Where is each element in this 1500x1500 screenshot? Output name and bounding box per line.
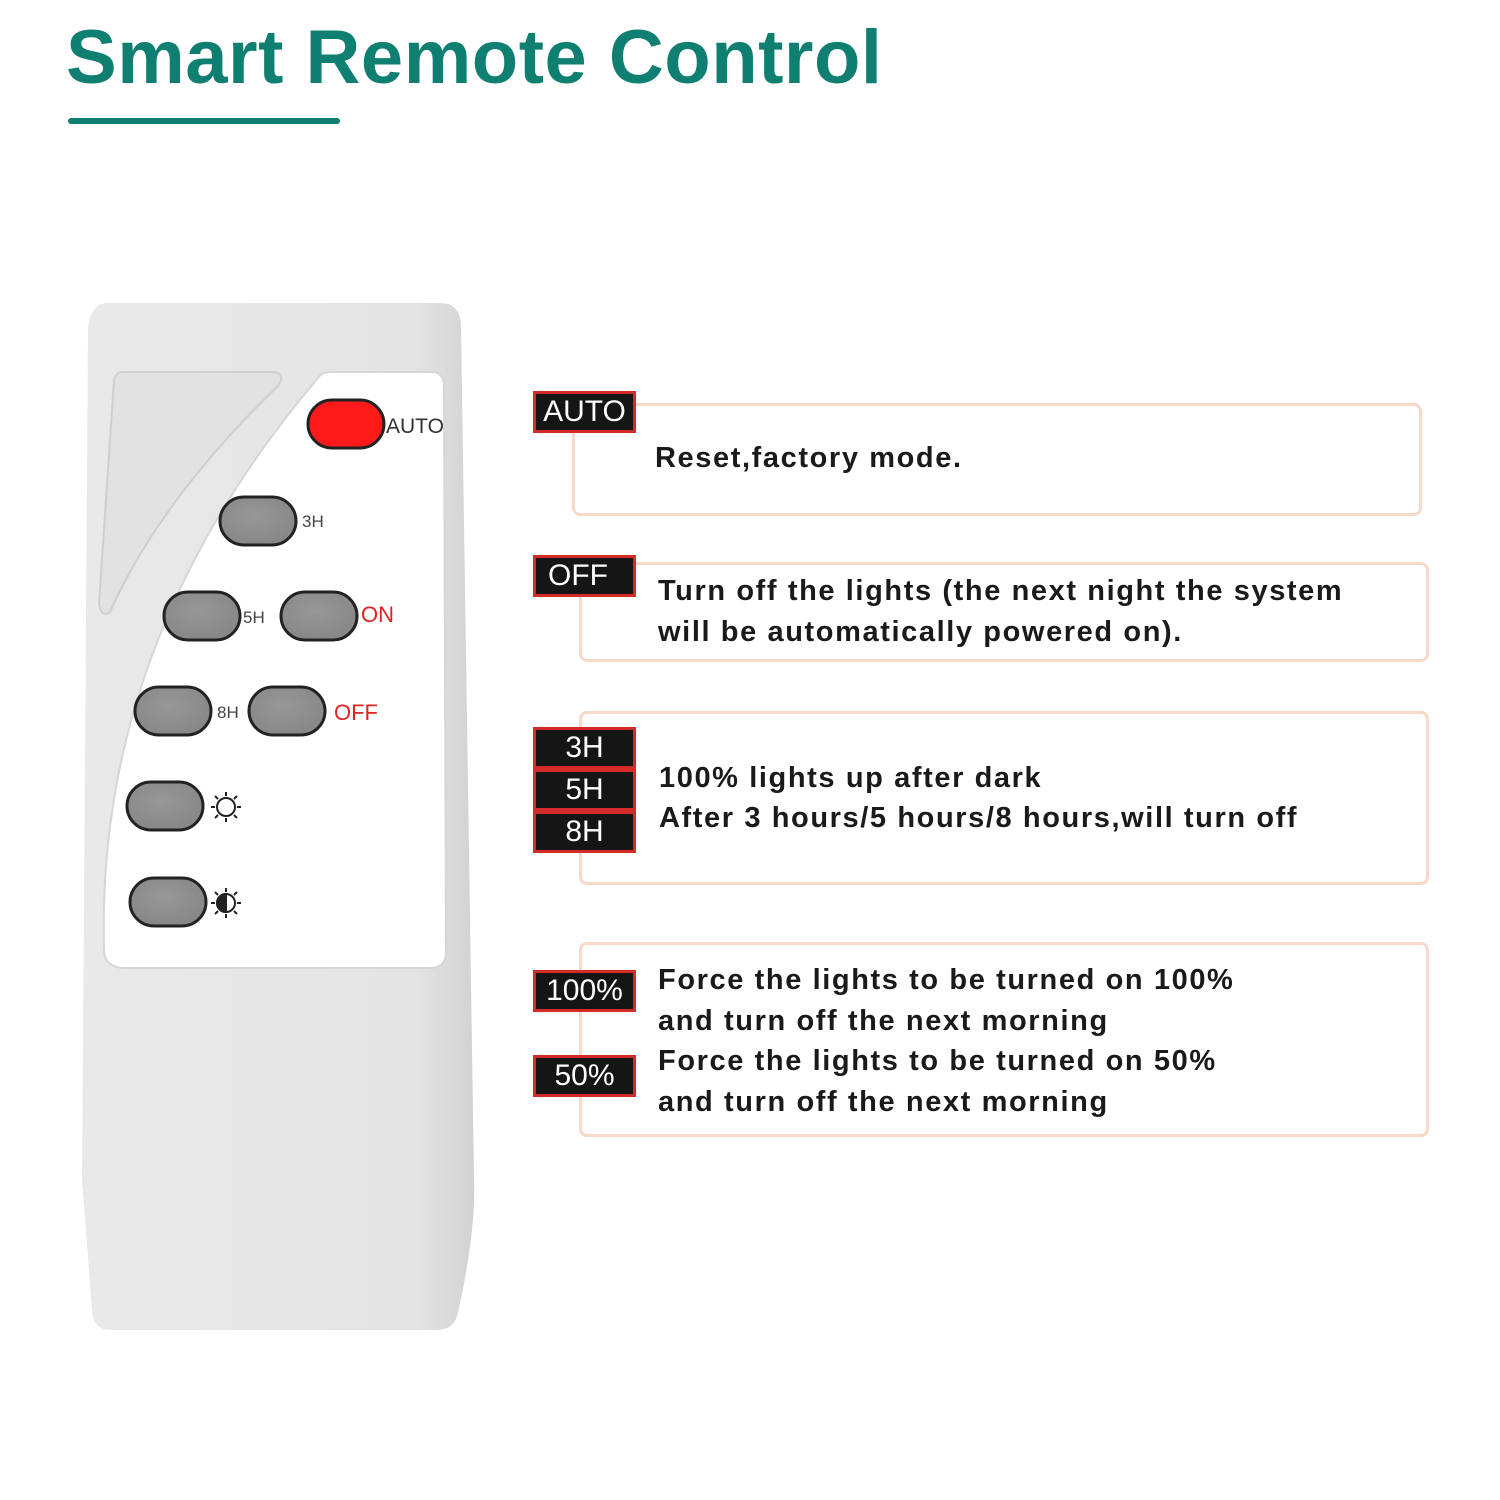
5h-button xyxy=(162,590,242,642)
off-tag: OFF xyxy=(533,555,636,597)
brightness-full-icon xyxy=(211,792,241,822)
brightness-half-button xyxy=(128,876,208,928)
8h-button-label: 8H xyxy=(217,703,239,722)
brightness-description-line-2: and turn off the next morning xyxy=(658,1005,1109,1037)
5h-button-label: 5H xyxy=(243,608,265,627)
auto-button xyxy=(306,398,386,450)
brightness-description-line-3: Force the lights to be turned on 50% xyxy=(658,1045,1217,1077)
5h-tag: 5H xyxy=(533,769,636,811)
on-button-label: ON xyxy=(361,602,394,627)
100-percent-tag: 100% xyxy=(533,970,636,1012)
timer-description-line-1: 100% lights up after dark xyxy=(659,762,1043,794)
off-info-box xyxy=(579,562,1429,662)
3h-button xyxy=(218,495,298,547)
off-description-line-2: will be automatically powered on). xyxy=(658,616,1183,648)
brightness-description-line-4: and turn off the next morning xyxy=(658,1086,1109,1118)
auto-button-label: AUTO xyxy=(386,415,444,438)
page-title: Smart Remote Control xyxy=(66,15,883,100)
brightness-full-button xyxy=(125,780,205,832)
off-description-line-1: Turn off the lights (the next night the … xyxy=(658,575,1344,607)
off-button-label: OFF xyxy=(334,700,378,725)
3h-button-label: 3H xyxy=(302,512,324,531)
8h-tag: 8H xyxy=(533,811,636,853)
brightness-info-box xyxy=(579,942,1429,1137)
8h-button xyxy=(133,685,213,737)
remote-control xyxy=(82,303,475,1330)
title-underline xyxy=(68,118,340,124)
3h-tag: 3H xyxy=(533,727,636,769)
auto-description: Reset,factory mode. xyxy=(655,442,963,474)
timer-description-line-2: After 3 hours/5 hours/8 hours,will turn … xyxy=(659,802,1299,834)
off-button xyxy=(247,685,327,737)
brightness-half-icon xyxy=(211,888,241,918)
50-percent-tag: 50% xyxy=(533,1055,636,1097)
on-button xyxy=(279,590,359,642)
auto-info-box xyxy=(572,403,1422,516)
remote-recess xyxy=(97,371,283,615)
brightness-description-line-1: Force the lights to be turned on 100% xyxy=(658,964,1235,996)
timer-info-box xyxy=(579,711,1429,885)
auto-tag: AUTO xyxy=(533,391,636,433)
